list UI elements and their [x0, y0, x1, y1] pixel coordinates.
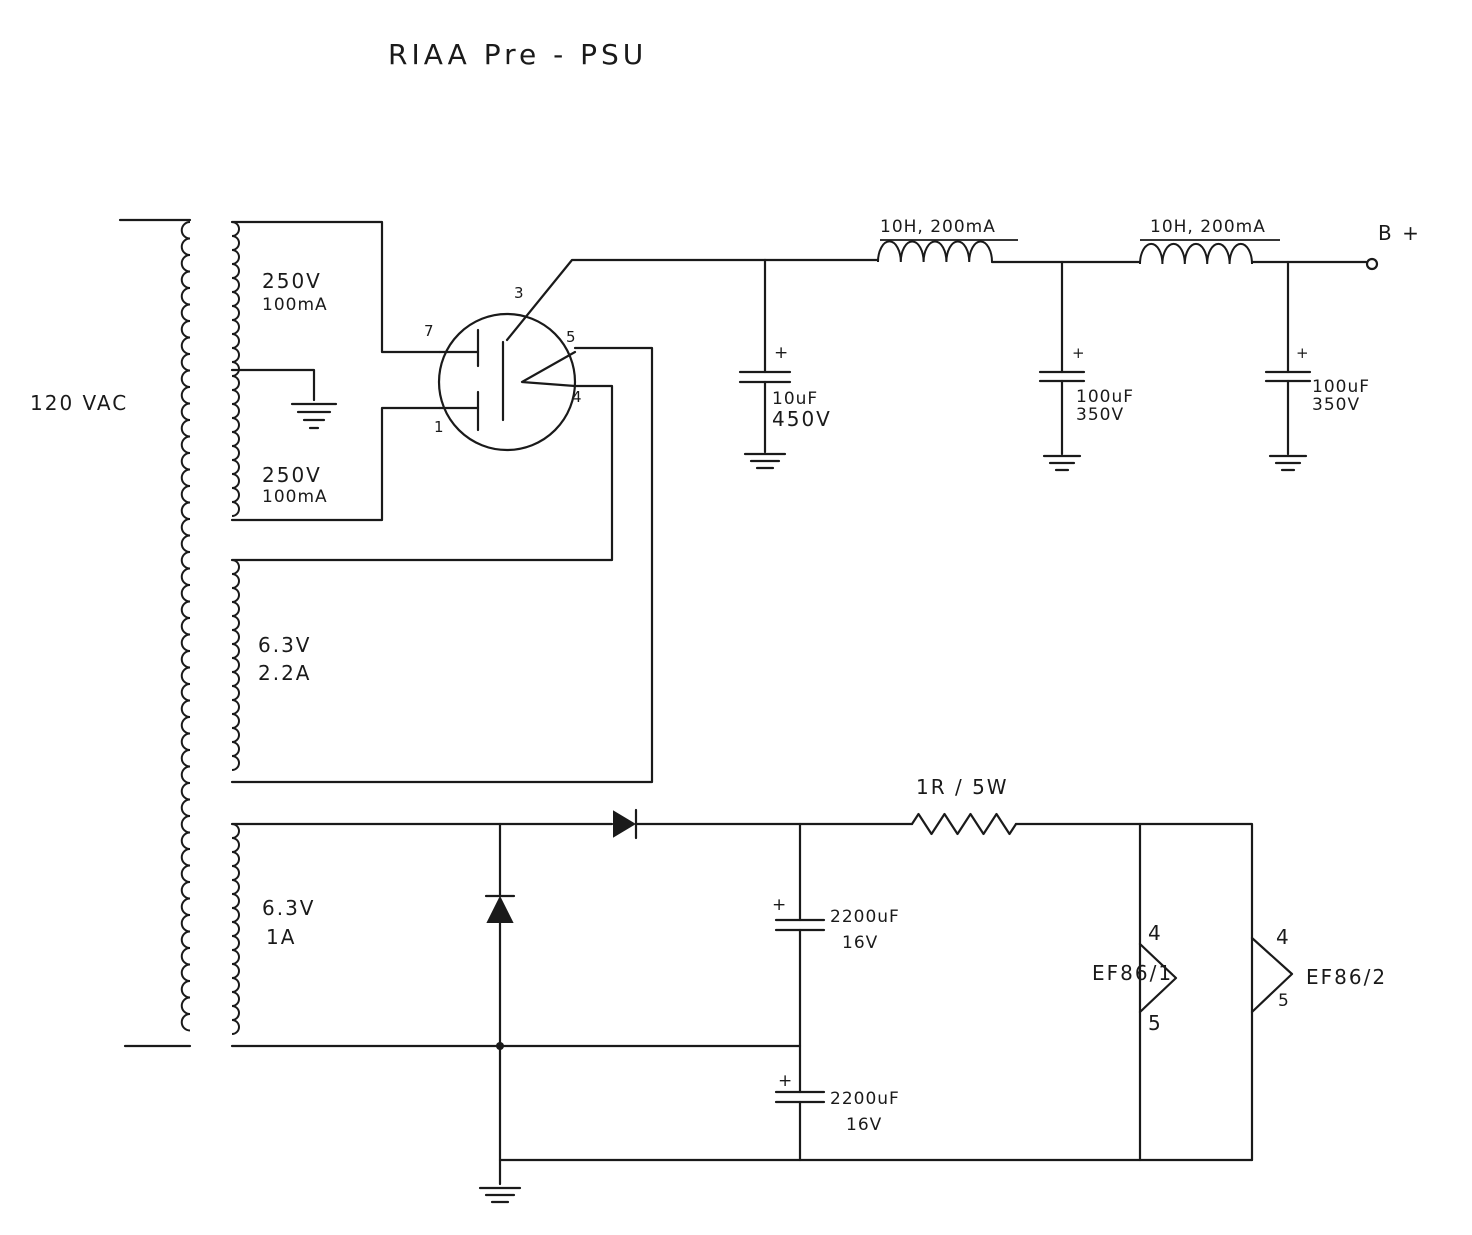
cap-c4-polarity: + — [772, 895, 787, 915]
heater-2-pin-top: 4 — [1276, 925, 1291, 949]
choke-l2 — [1139, 242, 1253, 265]
resistor-r1 — [910, 812, 1018, 836]
cap-c5-value: 2200uF — [830, 1089, 900, 1109]
dc-bus-3 — [1138, 822, 1254, 1162]
cap-c5-voltage: 16V — [846, 1115, 882, 1135]
diode-shunt-icon — [484, 822, 516, 1186]
cap-c2-polarity: + — [1072, 344, 1085, 362]
heater-dc-voltage: 6.3V — [262, 896, 316, 920]
cap-c1-polarity: + — [774, 343, 789, 363]
hv-center-tap-wire — [230, 368, 316, 402]
hv-top-wire — [230, 220, 442, 354]
heater-1-pin-top: 4 — [1148, 921, 1163, 945]
cap-c3-voltage: 350V — [1312, 395, 1360, 415]
heater-dc-current: 1A — [266, 925, 296, 949]
ground-icon — [290, 402, 338, 430]
filament-wire-5 — [230, 346, 654, 784]
heater-1-pin-bottom: 5 — [1148, 1011, 1163, 1035]
ground-dc-icon — [478, 1186, 522, 1204]
hv-upper-current: 100mA — [262, 295, 328, 315]
heater-2-pin-bottom: 5 — [1278, 991, 1290, 1011]
rectifier-heater-winding — [231, 559, 240, 771]
capacitor-c3 — [1264, 260, 1312, 472]
rectifier-tube: 7 1 3 5 4 — [424, 258, 767, 452]
cap-c3-value: 100uF — [1312, 377, 1370, 397]
filament-wire-4 — [230, 384, 614, 562]
choke-l2-label: 10H, 200mA — [1150, 217, 1266, 237]
choke-l1 — [877, 240, 993, 263]
cap-c5-polarity: + — [778, 1071, 793, 1091]
hv-upper-voltage: 250V — [262, 269, 322, 293]
primary-winding — [180, 221, 191, 1032]
mains-label: 120 VAC — [30, 391, 128, 415]
b-plus-label: B + — [1378, 221, 1421, 245]
capacitor-c5 — [774, 1090, 826, 1162]
resistor-label: 1R / 5W — [916, 775, 1009, 799]
dc-bus-2 — [1014, 822, 1142, 1162]
heater-rect-voltage: 6.3V — [258, 633, 312, 657]
hv-lower-voltage: 250V — [262, 463, 322, 487]
hv-lower-current: 100mA — [262, 487, 328, 507]
pin-4-label: 4 — [572, 388, 582, 406]
power-transformer — [118, 218, 240, 1048]
heater-rect-current: 2.2A — [258, 661, 312, 685]
heater-ef86-1-icon — [1138, 942, 1178, 1014]
junction-dot — [496, 1042, 504, 1050]
pin-3-label: 3 — [514, 284, 524, 302]
heater-1-label: EF86/1 — [1092, 961, 1173, 985]
cathode-lead — [505, 258, 767, 342]
heater-2-label: EF86/2 — [1306, 965, 1387, 989]
cap-c4-value: 2200uF — [830, 907, 900, 927]
cap-c1-voltage: 450V — [772, 407, 832, 431]
filament — [520, 350, 577, 388]
pin-7-label: 7 — [424, 322, 434, 340]
cap-c4-voltage: 16V — [842, 933, 878, 953]
capacitor-c1 — [738, 258, 792, 470]
pin-5-label: 5 — [566, 328, 576, 346]
pin-1-label: 1 — [434, 418, 444, 436]
capacitor-c2 — [1038, 260, 1086, 472]
cap-c2-voltage: 350V — [1076, 405, 1124, 425]
tube-envelope — [437, 312, 577, 452]
capacitor-c4 — [774, 822, 826, 1094]
heater-ef86-2-icon — [1250, 936, 1294, 1014]
page-title: RIAA Pre - PSU — [388, 38, 647, 71]
choke-l1-label: 10H, 200mA — [880, 217, 996, 237]
cap-c3-polarity: + — [1296, 344, 1309, 362]
diode-series-icon — [613, 808, 638, 840]
dc-heater-winding — [231, 823, 240, 1035]
hv-bottom-wire — [230, 406, 442, 522]
b-plus-terminal — [1365, 257, 1379, 271]
cap-c2-value: 100uF — [1076, 387, 1134, 407]
cap-c1-value: 10uF — [772, 389, 818, 409]
